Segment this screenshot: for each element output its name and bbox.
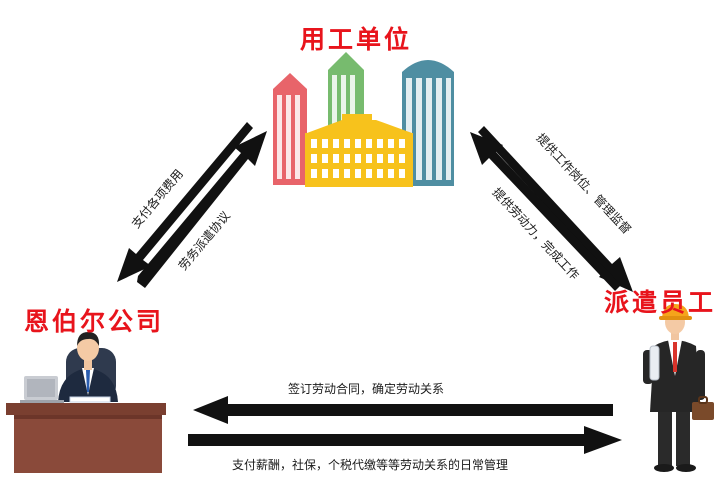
arrow-company-to-employer [137, 131, 267, 288]
employee-label: 派遣员工 [604, 288, 717, 317]
pink-building [273, 73, 307, 185]
arrow-employer-to-company [117, 122, 253, 282]
edge-label-sign-contract: 签订劳动合同，确定劳动关系 [288, 382, 445, 396]
arrow-employer-to-employee [478, 126, 633, 292]
company-label: 恩伯尔公司 [24, 307, 165, 336]
edge-label-pay-salary: 支付薪酬，社保，个税代缴等等劳动关系的日常管理 [232, 458, 509, 472]
arrow-company-to-employee [188, 426, 622, 454]
arrow-employee-to-employer [470, 132, 621, 291]
yellow-building [305, 114, 413, 187]
employee-worker-icon [643, 304, 714, 472]
employer-label: 用工单位 [300, 25, 413, 54]
company-office-icon [6, 332, 166, 473]
employer-buildings-icon [273, 52, 454, 187]
teal-building [402, 60, 454, 186]
arrow-employee-to-company [193, 396, 613, 424]
